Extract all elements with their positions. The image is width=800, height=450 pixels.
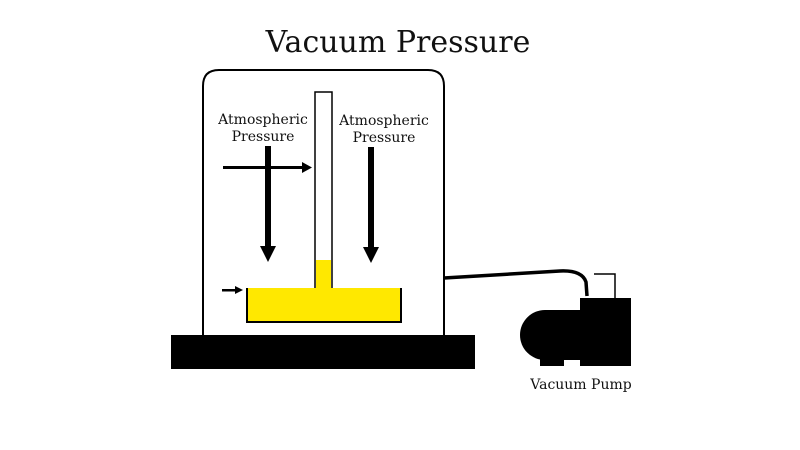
horizontal-arrow-to-tube [223, 162, 312, 173]
left-down-arrow [260, 146, 276, 262]
liquid-dish [246, 288, 402, 323]
liquid-level-arrow [222, 286, 243, 294]
pump-vent-pipe [594, 273, 616, 298]
left-pressure-label-line1: Atmospheric [217, 112, 308, 128]
diagram-title: Vacuum Pressure [265, 25, 531, 60]
right-pressure-label-line2: Pressure [353, 130, 416, 146]
vacuum-pump-label: Vacuum Pump [529, 377, 631, 393]
base-plate [171, 335, 475, 369]
right-down-arrow [363, 147, 379, 263]
vacuum-hose [443, 269, 589, 297]
vacuum-pump [520, 298, 631, 366]
bell-jar [202, 69, 445, 336]
glass-tube [314, 91, 333, 288]
right-pressure-label-line1: Atmospheric [338, 113, 429, 129]
liquid-fill [247, 288, 401, 322]
left-pressure-label-line2: Pressure [232, 129, 295, 145]
tube-liquid [316, 260, 331, 290]
